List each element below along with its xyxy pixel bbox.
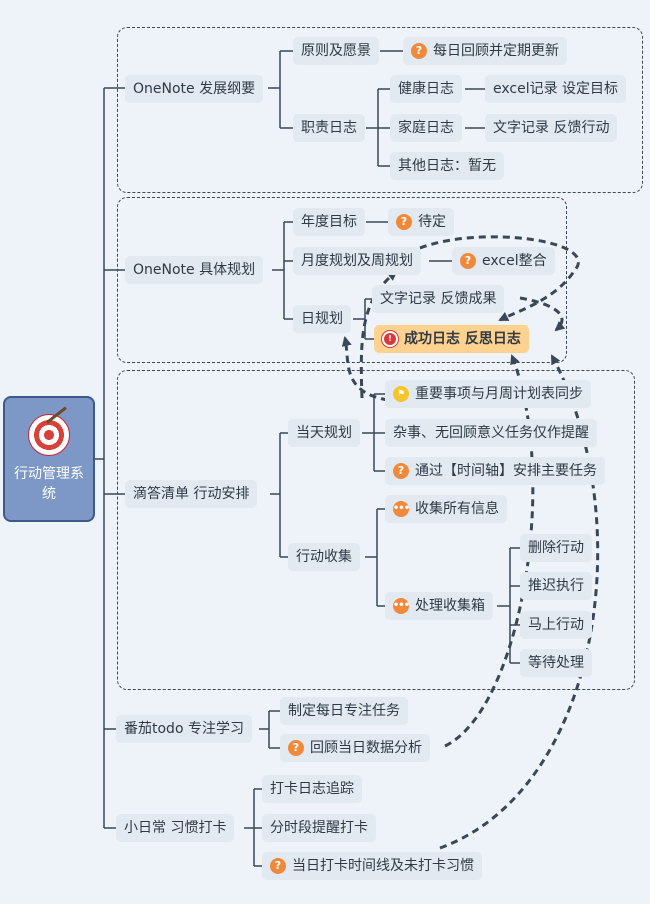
node-label: 待定 <box>418 214 446 230</box>
question-icon: ? <box>270 858 286 874</box>
branch-ticktick[interactable]: 滴答清单 行动安排 <box>125 480 258 508</box>
node-health-log[interactable]: 健康日志 <box>390 75 462 103</box>
node-sync-tasks[interactable]: ⚑ 重要事项与月周计划表同步 <box>385 380 591 408</box>
branch-onenote-plan[interactable]: OneNote 具体规划 <box>125 256 264 284</box>
boundary-ticktick <box>117 370 635 690</box>
node-label: 成功日志 反思日志 <box>404 331 521 347</box>
node-annual-goal[interactable]: 年度目标 <box>293 208 365 236</box>
node-other-log[interactable]: 其他日志：暂无 <box>390 152 504 180</box>
node-label: 马上行动 <box>528 617 584 633</box>
node-label: 小日常 习惯打卡 <box>124 820 227 836</box>
node-daily-plan[interactable]: 日规划 <box>293 305 351 333</box>
node-success-log[interactable]: ! 成功日志 反思日志 <box>374 325 529 353</box>
node-label: 年度目标 <box>301 214 357 230</box>
node-timeline-tasks[interactable]: ? 通过【时间轴】安排主要任务 <box>385 457 605 485</box>
node-postpone[interactable]: 推迟执行 <box>520 572 592 600</box>
node-label: 文字记录 反馈成果 <box>380 291 497 307</box>
node-label: 通过【时间轴】安排主要任务 <box>415 463 597 479</box>
root-node[interactable]: 行动管理系统 <box>3 396 95 522</box>
node-habit-timeline[interactable]: ? 当日打卡时间线及未打卡习惯 <box>262 852 482 880</box>
node-label: 职责日志 <box>301 120 357 136</box>
question-icon: ? <box>460 253 476 269</box>
node-label: 番茄todo 专注学习 <box>124 721 244 737</box>
node-daily-review[interactable]: ? 每日回顾并定期更新 <box>403 37 567 65</box>
flag-icon: ⚑ <box>393 386 409 402</box>
node-wait[interactable]: 等待处理 <box>520 649 592 677</box>
node-label: 重要事项与月周计划表同步 <box>415 386 583 402</box>
node-process-inbox[interactable]: ••• 处理收集箱 <box>385 592 493 620</box>
node-label: OneNote 发展纲要 <box>133 81 256 97</box>
node-label: 打卡日志追踪 <box>270 781 354 797</box>
node-label: 回顾当日数据分析 <box>310 740 422 756</box>
node-family-note[interactable]: 文字记录 反馈行动 <box>485 114 618 142</box>
branch-pomodoro[interactable]: 番茄todo 专注学习 <box>116 715 252 743</box>
node-collect-all[interactable]: ••• 收集所有信息 <box>385 495 507 523</box>
node-label: 当日打卡时间线及未打卡习惯 <box>292 858 474 874</box>
branch-habits[interactable]: 小日常 习惯打卡 <box>116 814 235 842</box>
question-icon: ? <box>393 463 409 479</box>
node-monthly-weekly-plan[interactable]: 月度规划及周规划 <box>293 247 421 275</box>
node-pending[interactable]: ? 待定 <box>388 208 454 236</box>
branch-onenote-outline[interactable]: OneNote 发展纲要 <box>125 75 264 103</box>
node-label: 制定每日专注任务 <box>288 703 400 719</box>
node-today-plan[interactable]: 当天规划 <box>288 419 360 447</box>
ellipsis-icon: ••• <box>393 598 410 614</box>
node-label: excel整合 <box>482 253 547 269</box>
node-misc-tasks[interactable]: 杂事、无回顾意义任务仅作提醒 <box>385 419 597 447</box>
node-text-record[interactable]: 文字记录 反馈成果 <box>372 285 505 313</box>
node-excel-merge[interactable]: ? excel整合 <box>452 247 555 275</box>
node-label: 每日回顾并定期更新 <box>433 43 559 59</box>
node-label: 日规划 <box>301 311 343 327</box>
question-icon: ? <box>411 43 427 59</box>
node-timed-remind[interactable]: 分时段提醒打卡 <box>262 814 376 842</box>
node-label: 处理收集箱 <box>415 598 485 614</box>
node-act-now[interactable]: 马上行动 <box>520 611 592 639</box>
question-icon: ? <box>288 740 304 756</box>
node-delete-action[interactable]: 删除行动 <box>520 534 592 562</box>
root-label: 行动管理系统 <box>14 466 84 502</box>
node-principle-vision[interactable]: 原则及愿景 <box>293 37 379 65</box>
node-health-note[interactable]: excel记录 设定目标 <box>485 75 627 103</box>
node-label: 健康日志 <box>398 81 454 97</box>
node-label: OneNote 具体规划 <box>133 262 256 278</box>
stop-icon: ! <box>382 331 398 347</box>
node-label: 杂事、无回顾意义任务仅作提醒 <box>393 425 589 441</box>
node-label: 其他日志：暂无 <box>398 158 496 174</box>
node-label: 当天规划 <box>296 425 352 441</box>
node-label: 原则及愿景 <box>301 43 371 59</box>
node-label: 滴答清单 行动安排 <box>133 486 250 502</box>
node-label: 等待处理 <box>528 655 584 671</box>
node-review-data[interactable]: ? 回顾当日数据分析 <box>280 734 430 762</box>
node-label: excel记录 设定目标 <box>493 81 619 97</box>
node-family-log[interactable]: 家庭日志 <box>390 114 462 142</box>
node-label: 月度规划及周规划 <box>301 253 413 269</box>
node-label: 收集所有信息 <box>415 501 499 517</box>
target-icon <box>28 414 70 456</box>
boundary-onenote-outline <box>117 27 643 193</box>
boundary-onenote-plan <box>117 197 567 363</box>
node-duty-log[interactable]: 职责日志 <box>293 114 365 142</box>
node-daily-focus[interactable]: 制定每日专注任务 <box>280 697 408 725</box>
node-action-collect[interactable]: 行动收集 <box>288 543 360 571</box>
node-label: 家庭日志 <box>398 120 454 136</box>
node-label: 删除行动 <box>528 540 584 556</box>
node-label: 分时段提醒打卡 <box>270 820 368 836</box>
node-label: 文字记录 反馈行动 <box>493 120 610 136</box>
question-icon: ? <box>396 214 412 230</box>
ellipsis-icon: ••• <box>393 501 410 517</box>
tree-connectors <box>95 50 520 867</box>
node-label: 行动收集 <box>296 549 352 565</box>
node-label: 推迟执行 <box>528 578 584 594</box>
node-track-log[interactable]: 打卡日志追踪 <box>262 775 362 803</box>
